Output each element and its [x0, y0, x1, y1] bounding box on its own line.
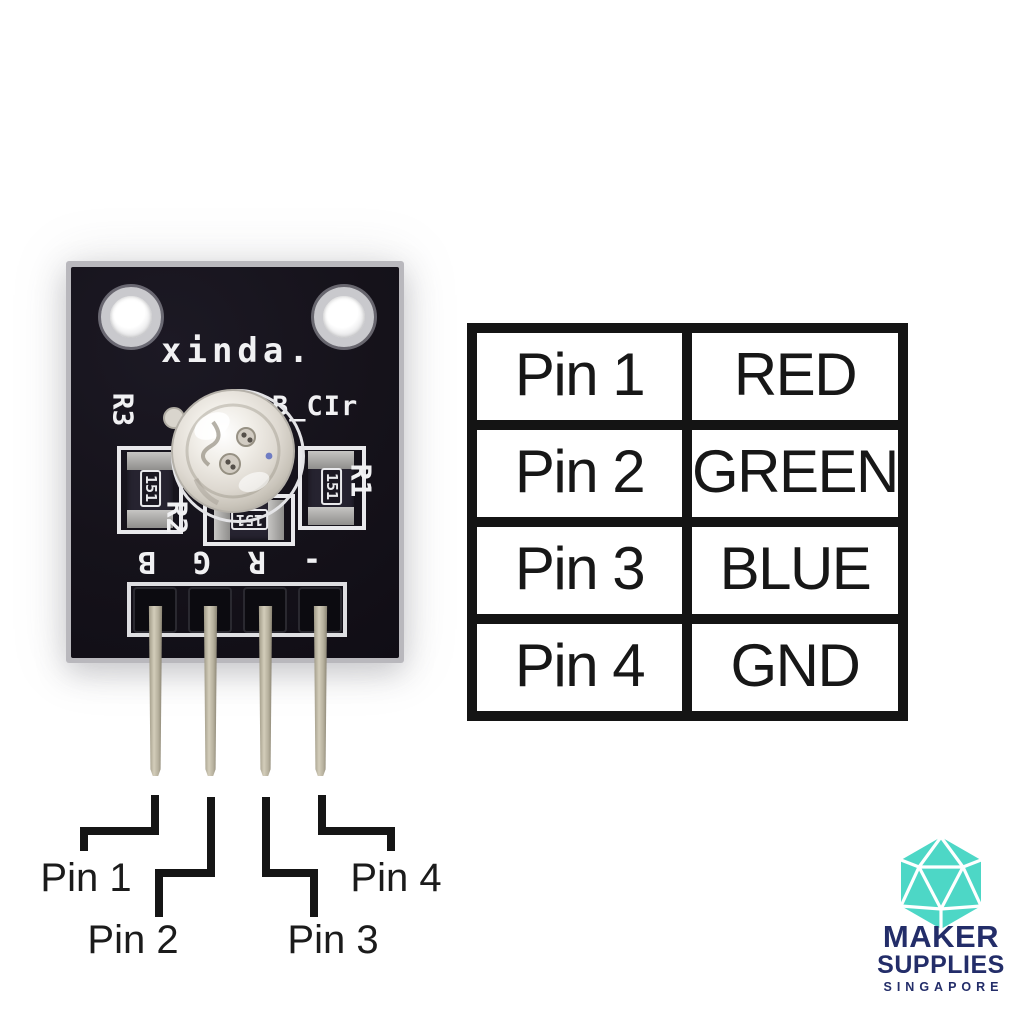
- header-silkscreen: [127, 582, 347, 637]
- pinout-table: Pin 1 RED Pin 2 GREEN Pin 3 BLUE Pin 4 G…: [467, 323, 908, 721]
- table-row: Pin 2 GREEN: [467, 420, 908, 527]
- resistor-value: 151: [140, 469, 162, 508]
- header-pin-3: [258, 606, 273, 776]
- callout-line-pin4: [318, 827, 395, 835]
- resistor-right: 151: [308, 451, 354, 525]
- pin-cell: Pin 2: [467, 420, 692, 527]
- table-row: Pin 1 RED: [467, 323, 908, 430]
- pin-cell: Pin 1: [467, 323, 692, 430]
- pcb-pin-letter-b: B: [137, 544, 157, 579]
- callout-label-pin1: Pin 1: [40, 856, 132, 900]
- header-pin-4: [313, 606, 328, 776]
- pcb-pin-letter-r: R: [247, 544, 267, 579]
- callout-line-pin3: [310, 869, 318, 917]
- callout-line-pin2: [155, 869, 163, 917]
- resistor-cap: [308, 507, 354, 525]
- logo-wordmark: MAKER SUPPLIES SINGAPORE: [856, 921, 1024, 996]
- pin-cell: Pin 3: [467, 517, 692, 624]
- callout-line-pin4: [387, 827, 395, 851]
- icosahedron-icon: [899, 837, 983, 929]
- callout-line-pin1: [80, 827, 88, 851]
- callout-line-pin1: [80, 827, 159, 835]
- logo-line-singapore: SINGAPORE: [883, 980, 1004, 994]
- callout-line-pin2: [155, 869, 215, 877]
- signal-cell: RED: [682, 323, 908, 430]
- mounting-hole-right: [314, 287, 374, 347]
- callout-label-pin3: Pin 3: [287, 918, 379, 962]
- resistor-cap: [308, 451, 354, 469]
- table-row: Pin 3 BLUE: [467, 517, 908, 624]
- callout-label-pin4: Pin 4: [350, 856, 442, 900]
- pcb-pin-letter-g: G: [192, 544, 212, 579]
- resistor-left: 151: [127, 452, 173, 528]
- callout-line-pin4: [318, 795, 326, 834]
- pin-cell: Pin 4: [467, 614, 692, 721]
- callout-line-pin3: [262, 797, 270, 877]
- table-row: Pin 4 GND: [467, 614, 908, 721]
- header-pin-2: [203, 606, 218, 776]
- signal-cell: BLUE: [682, 517, 908, 624]
- resistor-right-silkscreen: [298, 446, 366, 530]
- logo-line-maker: MAKER: [882, 919, 1000, 954]
- rgb-led-module-photo: xinda. B_CIr R3 151 151 R1 151 R2: [66, 261, 404, 663]
- resistor-cap: [127, 452, 173, 470]
- header-pin-1: [148, 606, 163, 776]
- callout-label-pin2: Pin 2: [87, 918, 179, 962]
- callout-line-pin3: [262, 869, 318, 877]
- resistor-cap: [127, 510, 173, 528]
- logo-line-supplies: SUPPLIES: [877, 951, 1005, 979]
- resistor-ref-r3: R3: [106, 392, 140, 427]
- mounting-hole-left: [101, 287, 161, 347]
- callout-line-pin1: [151, 795, 159, 834]
- rgb-led-dome: [163, 389, 295, 513]
- pcb-pin-letter-minus: -: [302, 544, 322, 579]
- signal-cell: GREEN: [682, 420, 908, 527]
- signal-cell: GND: [682, 614, 908, 721]
- resistor-value: 151: [321, 467, 343, 506]
- pcb-brand-text: xinda.: [161, 331, 314, 371]
- resistor-ref-r1: R1: [344, 463, 378, 498]
- callout-line-pin2: [207, 797, 215, 877]
